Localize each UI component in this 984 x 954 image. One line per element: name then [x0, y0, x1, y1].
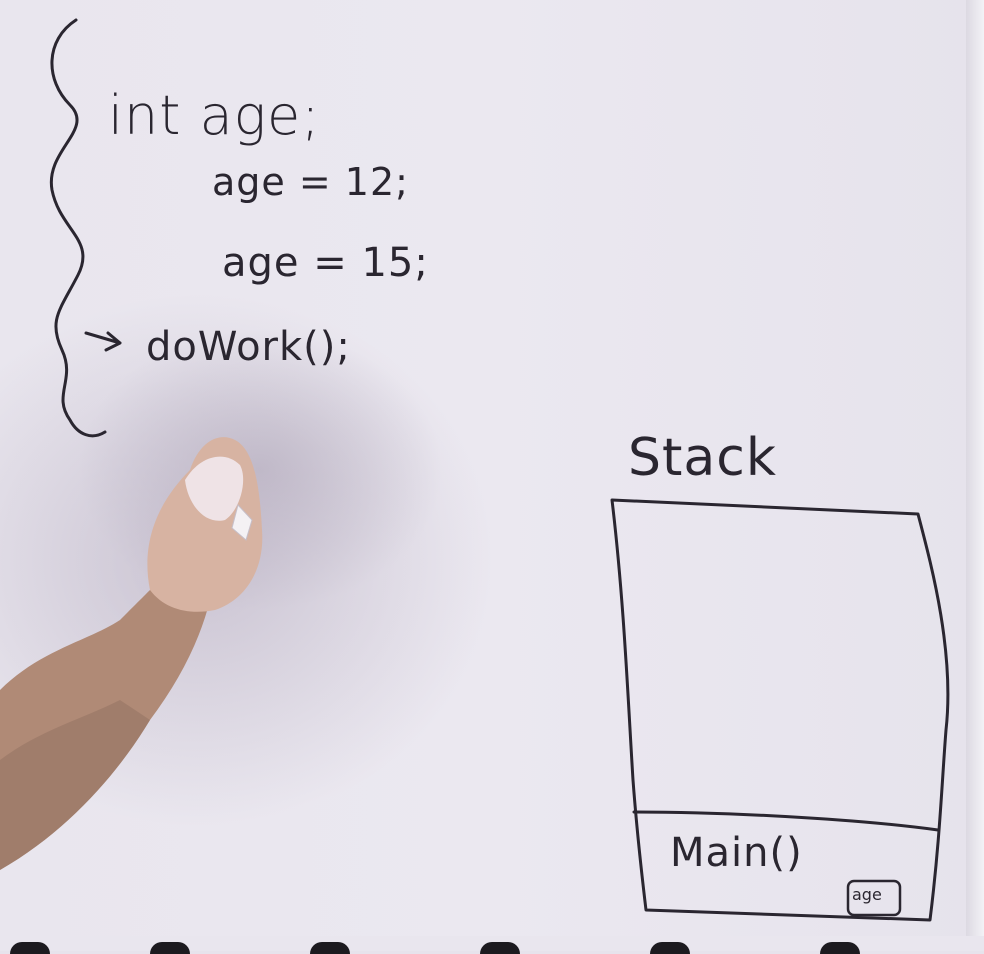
hand-highlight	[185, 456, 244, 521]
cropped-caption-strip	[0, 936, 984, 954]
stack-box	[610, 498, 950, 922]
age-variable-box	[846, 879, 902, 917]
stack-frame-divider	[632, 810, 940, 832]
caption-fragment	[310, 942, 350, 954]
marker	[231, 503, 253, 541]
curly-brace	[49, 18, 107, 438]
whiteboard-edge	[966, 0, 984, 951]
stack-frame-label: Main()	[670, 830, 803, 876]
caption-fragment	[650, 942, 690, 954]
execution-arrow	[84, 331, 122, 352]
code-line-call: doWork();	[146, 324, 351, 370]
caption-fragment	[480, 942, 520, 954]
caption-fragment	[150, 942, 190, 954]
caption-fragment	[10, 942, 50, 954]
caption-fragment	[820, 942, 860, 954]
stack-variable-label: age	[852, 885, 882, 904]
code-line-assign-12: age = 12;	[212, 160, 409, 204]
code-line-declaration: int age;	[108, 84, 321, 147]
arm-shadow	[0, 700, 150, 870]
code-line-assign-15: age = 15;	[222, 240, 429, 286]
stack-title: Stack	[628, 428, 777, 488]
